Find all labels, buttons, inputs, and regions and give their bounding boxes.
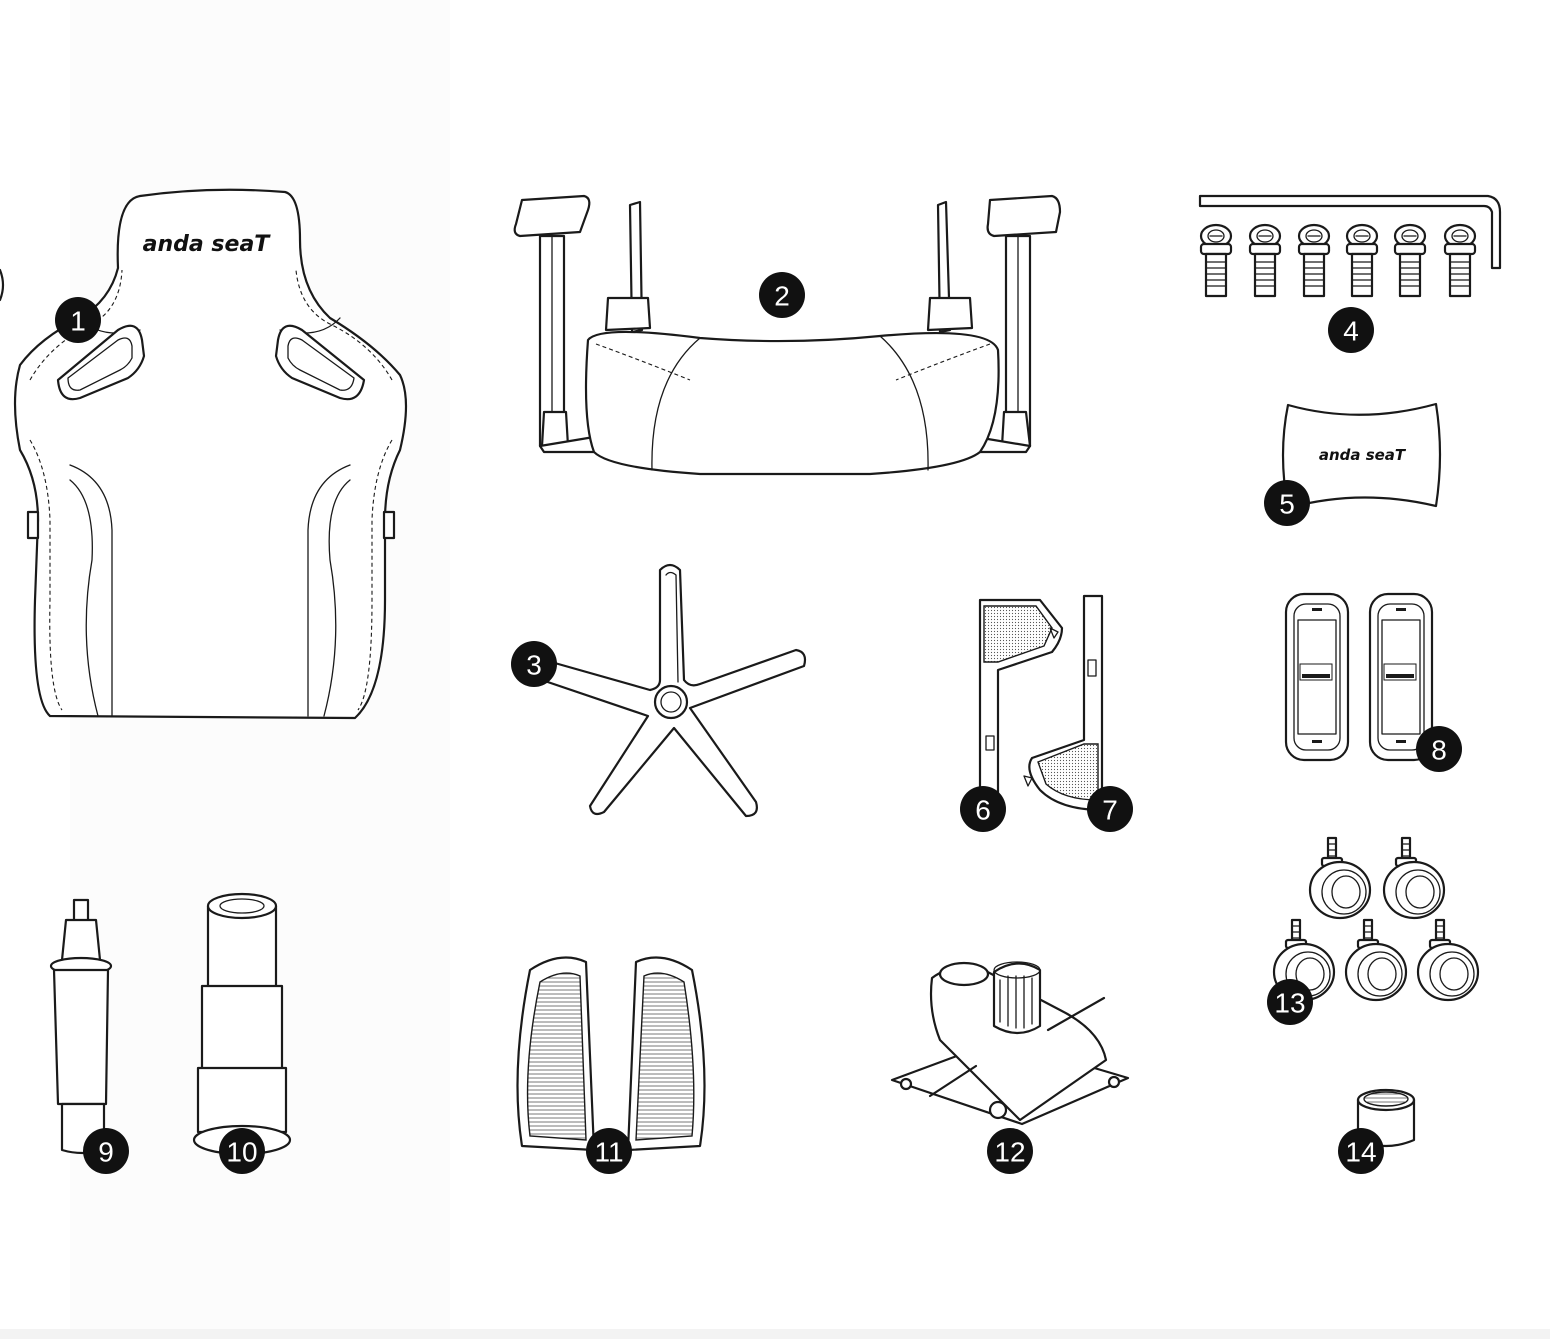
covers-illustration xyxy=(1284,592,1434,762)
seat-illustration xyxy=(513,194,1062,476)
part-badge-11: 11 xyxy=(586,1128,632,1174)
screws-illustration xyxy=(1198,194,1502,298)
casters-illustration xyxy=(1272,836,1480,1002)
svg-text:3: 3 xyxy=(526,650,542,681)
part-badge-4: 4 xyxy=(1328,307,1374,353)
svg-text:9: 9 xyxy=(98,1137,114,1168)
svg-text:5: 5 xyxy=(1279,489,1295,520)
part-badge-12: 12 xyxy=(987,1128,1033,1174)
tilt-mechanism-illustration xyxy=(890,961,1130,1126)
svg-text:13: 13 xyxy=(1274,988,1305,1019)
svg-text:2: 2 xyxy=(774,281,790,312)
bottom-strip xyxy=(0,1329,1550,1339)
star-base-illustration xyxy=(523,563,807,818)
svg-text:10: 10 xyxy=(226,1137,257,1168)
part-badge-9: 9 xyxy=(83,1128,129,1174)
brackets-illustration xyxy=(978,594,1104,812)
part-badge-1: 1 xyxy=(55,297,101,343)
part-badge-6: 6 xyxy=(960,786,1006,832)
pillow-illustration: anda seaT xyxy=(1281,402,1442,510)
svg-text:11: 11 xyxy=(594,1137,623,1168)
part-badge-5: 5 xyxy=(1264,480,1310,526)
brand-logo-backrest: anda seaT xyxy=(143,232,272,257)
part-badge-2: 2 xyxy=(759,272,805,318)
gas-cover-illustration xyxy=(192,892,292,1156)
svg-text:14: 14 xyxy=(1345,1137,1376,1168)
svg-text:1: 1 xyxy=(70,306,86,337)
cropped-edge-mark xyxy=(0,268,5,302)
svg-text:8: 8 xyxy=(1431,735,1447,766)
part-badge-3: 3 xyxy=(511,641,557,687)
part-badge-13: 13 xyxy=(1267,979,1313,1025)
side-covers-illustration xyxy=(516,956,706,1152)
part-badge-8: 8 xyxy=(1416,726,1462,772)
part-badge-14: 14 xyxy=(1338,1128,1384,1174)
part-badge-7: 7 xyxy=(1087,786,1133,832)
svg-text:7: 7 xyxy=(1102,795,1118,826)
brand-logo-pillow: anda seaT xyxy=(1319,446,1407,464)
svg-text:12: 12 xyxy=(994,1137,1025,1168)
backrest-illustration: anda seaT xyxy=(13,188,408,720)
part-badge-10: 10 xyxy=(219,1128,265,1174)
svg-text:4: 4 xyxy=(1343,316,1359,347)
svg-text:6: 6 xyxy=(975,795,991,826)
